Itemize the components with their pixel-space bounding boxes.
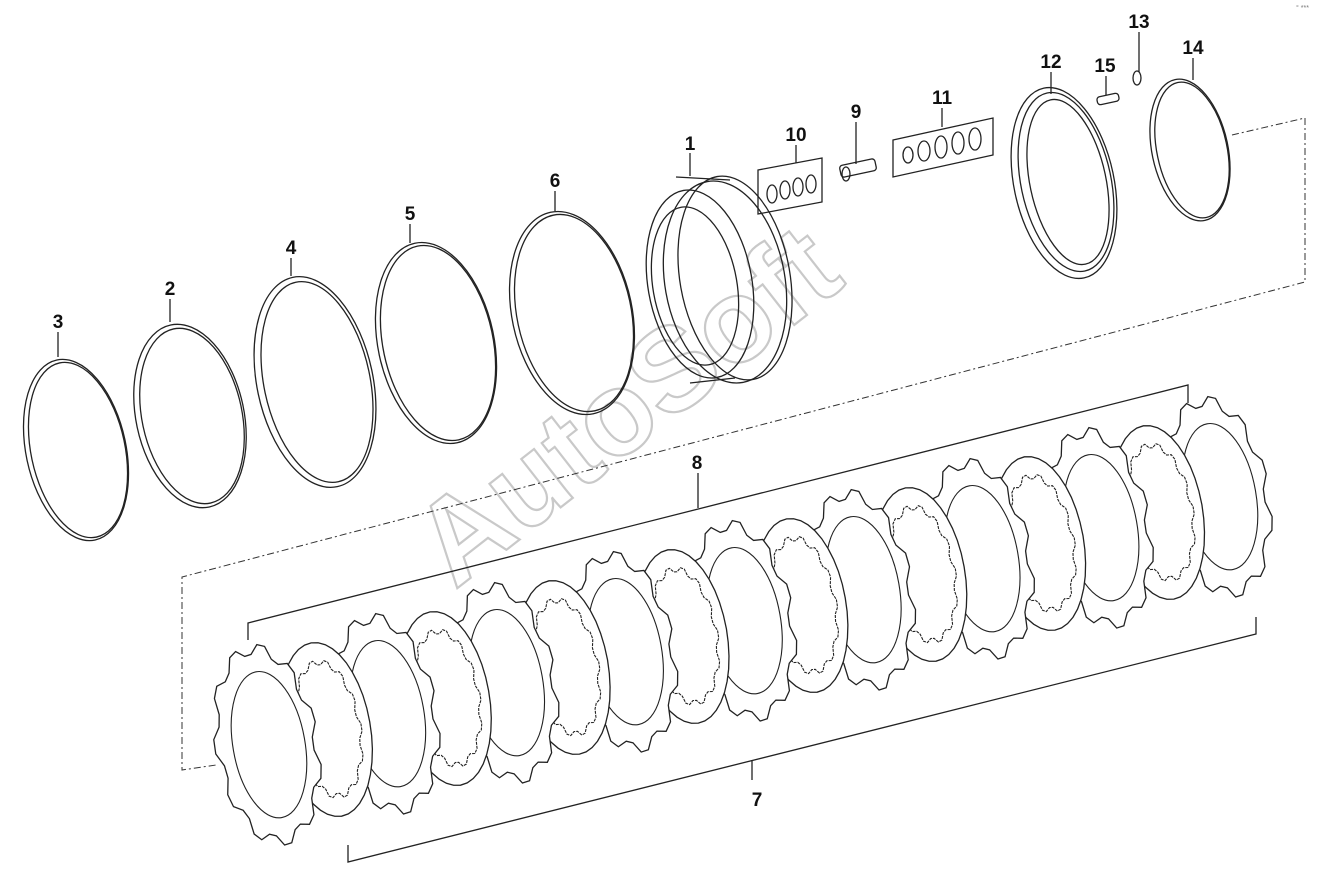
callout-14: 14 — [1182, 38, 1204, 59]
washer-set-11 — [892, 117, 994, 178]
dowel-pin-15 — [1096, 92, 1120, 106]
callout-10: 10 — [785, 125, 806, 146]
seal-ring-6 — [508, 210, 636, 416]
o-ring-13 — [1132, 70, 1142, 86]
clutch-plate-pack — [213, 395, 1273, 846]
bracket-7 — [347, 617, 1257, 863]
steel-plate — [213, 643, 322, 846]
spring-assembly-9 — [839, 158, 877, 182]
seal-ring-5 — [374, 241, 498, 445]
piston-seal-4 — [253, 275, 377, 489]
callout-12: 12 — [1040, 52, 1061, 73]
seal-ring-3 — [22, 358, 130, 542]
leader-lines — [57, 32, 1194, 357]
seal-ring-2 — [133, 323, 247, 509]
callout-15: 15 — [1094, 56, 1116, 77]
callout-11: 11 — [932, 88, 953, 109]
retainer-ring-12 — [1010, 86, 1118, 280]
callout-5: 5 — [405, 204, 416, 225]
corner-mark: ° *** — [1296, 4, 1309, 12]
callout-9: 9 — [851, 102, 862, 123]
assembly-boundary — [181, 117, 1306, 771]
callout-2: 2 — [165, 279, 176, 300]
callout-7: 7 — [752, 790, 763, 811]
callout-4: 4 — [286, 238, 297, 259]
snap-ring-14 — [1149, 78, 1231, 222]
callout-8: 8 — [692, 453, 703, 474]
callout-13: 13 — [1128, 12, 1149, 33]
callout-1: 1 — [685, 134, 696, 155]
bracket-8 — [247, 384, 1189, 640]
callout-3: 3 — [53, 312, 64, 333]
callout-6: 6 — [550, 171, 561, 192]
spring-set-10 — [757, 157, 823, 215]
clutch-piston-1 — [645, 175, 793, 384]
